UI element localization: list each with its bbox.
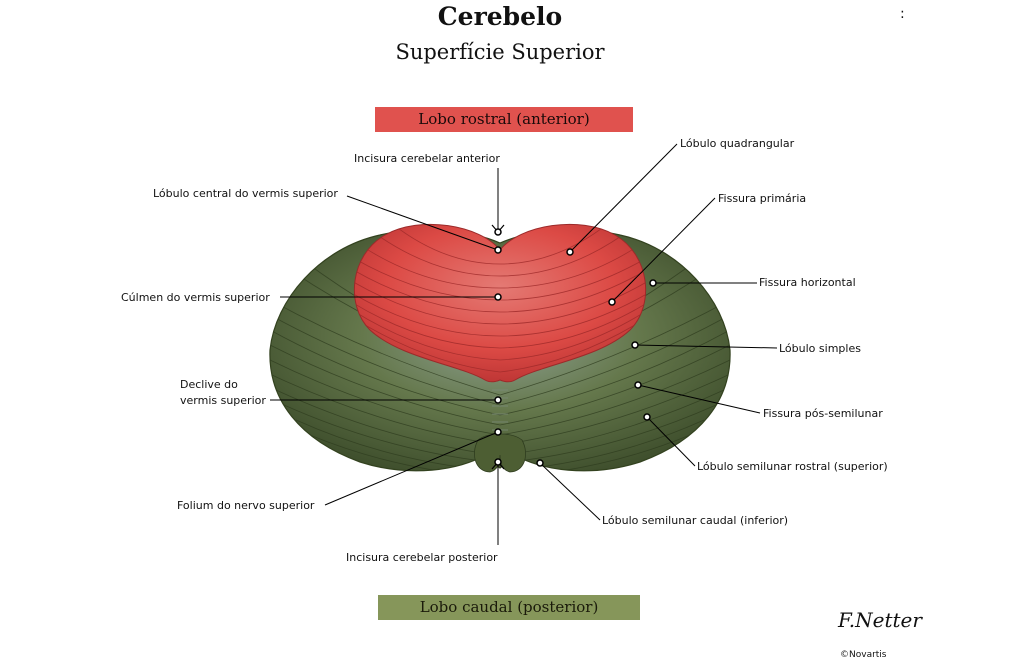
edge-mark: : [900,6,905,22]
label-incisura-anterior: Incisura cerebelar anterior [354,152,500,165]
copyright-note: ©Novartis [840,650,887,660]
leader-lines [270,143,778,545]
label-fissura-pos-semilunar: Fissura pós-semilunar [763,407,883,420]
label-lobulo-simples: Lóbulo simples [779,342,861,355]
caudal-semilunar-lobe [474,433,526,473]
label-fissura-horizontal: Fissura horizontal [759,276,856,289]
label-declive-line1: Declive do [180,378,238,391]
label-fissura-primaria: Fissura primária [718,192,807,205]
label-lobulo-quadrangular: Lóbulo quadrangular [680,137,795,150]
anterior-lobe-band: Lobo rostral (anterior) [375,107,633,132]
page-title: Cerebelo [437,2,563,31]
label-declive-line2: vermis superior [180,394,266,407]
posterior-folia [269,257,731,471]
label-semilunar-rostral: Lóbulo semilunar rostral (superior) [697,460,888,473]
pointer-dots [494,228,657,467]
label-incisura-posterior: Incisura cerebelar posterior [346,551,498,564]
artist-signature: F.Netter [838,608,922,632]
label-culmen: Cúlmen do vermis superior [121,291,270,304]
label-semilunar-caudal: Lóbulo semilunar caudal (inferior) [602,514,789,527]
posterior-lobe-band: Lobo caudal (posterior) [378,595,640,620]
label-folium: Folium do nervo superior [177,499,315,512]
page-subtitle: Superfície Superior [395,40,605,64]
label-lobulo-central: Lóbulo central do vermis superior [153,187,338,200]
